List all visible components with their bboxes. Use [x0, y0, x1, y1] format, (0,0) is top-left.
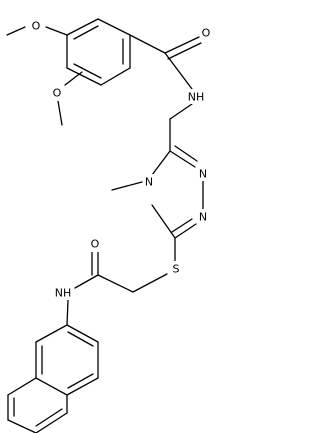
atom-n-methyl: N	[145, 176, 153, 189]
bond-benzene-1-inner	[73, 25, 99, 40]
bond-naph-b1	[7, 377, 37, 396]
bond-ch2-carbonyl	[97, 274, 134, 293]
bond-o-ring-top	[45, 26, 68, 36]
bond-methyl-o-mid	[57, 100, 63, 126]
bond-carbonyl-o-top-double	[167, 42, 202, 60]
bond-naph-a3	[66, 377, 99, 396]
atom-o-carbonyl-top: O	[202, 27, 211, 40]
bond-triazole-c5-n1-double	[174, 145, 198, 162]
bond-triazole-n2-c3	[174, 223, 197, 239]
bond-ring-carbonyl	[129, 34, 166, 54]
atom-labels: O O O NH N N N S O NH	[30, 19, 212, 300]
bond-benzene-5-inner	[73, 63, 102, 79]
bond-s-ch2	[132, 273, 168, 293]
atom-o-carbonyl-bottom: O	[91, 238, 100, 251]
atom-s-thioether: S	[173, 263, 180, 276]
bond-carbonyl-nh-top	[164, 52, 193, 90]
atom-nh-amide-bottom: NH	[55, 287, 72, 300]
bond-naph-b4	[35, 412, 68, 433]
bond-naph-a3-inner	[67, 373, 94, 389]
bonds	[6, 18, 204, 433]
bond-triazole-c3-n4	[151, 204, 176, 239]
bond-carbonyl-o-top	[164, 36, 200, 54]
molecule-structure-diagram: O O O NH N N N S O NH	[6, 18, 212, 433]
atom-o-methoxy-top: O	[32, 20, 41, 33]
bond-benzene-5	[66, 67, 102, 86]
atom-nh-amide-top: NH	[188, 91, 205, 104]
atom-n-triazole-2: N	[199, 211, 207, 224]
bond-benzene-1	[66, 18, 99, 36]
bond-naph-a6	[35, 324, 68, 343]
atom-n-triazole-1: N	[199, 168, 207, 181]
bond-naph-a1	[66, 324, 99, 343]
bond-triazole-c5-n1	[169, 150, 196, 168]
bond-benzene-4	[100, 67, 131, 86]
bond-triazole-n2-c3-double	[171, 218, 193, 233]
bond-nh-naphthyl	[66, 299, 69, 326]
bond-triazole-n4-c5	[151, 150, 171, 176]
bond-benzene-2	[97, 18, 131, 36]
bond-naph-fused	[35, 377, 68, 396]
bond-nh-ch2	[169, 103, 193, 120]
bond-naph-b4-inner	[35, 408, 63, 427]
bond-methyl-o-top	[6, 26, 26, 36]
atom-o-methoxy-mid: O	[53, 87, 62, 100]
bond-naph-b3	[7, 419, 37, 433]
bond-carbonyl-nh-bottom	[74, 274, 99, 289]
bond-n4-methyl	[111, 181, 143, 191]
bond-naph-a1-inner	[67, 331, 94, 347]
